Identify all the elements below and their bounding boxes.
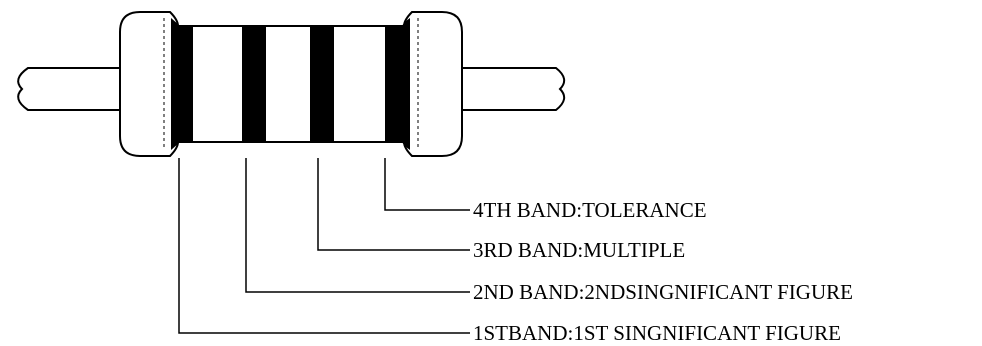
body-right-cap bbox=[403, 11, 463, 157]
band-3 bbox=[310, 26, 334, 142]
leader-band-1 bbox=[178, 158, 470, 334]
leader-lines bbox=[178, 158, 470, 334]
band-1 bbox=[171, 18, 193, 150]
band-4 bbox=[385, 18, 410, 150]
leader-band-4 bbox=[384, 158, 470, 211]
left-lead bbox=[17, 67, 121, 111]
label-band-4: 4TH BAND:TOLERANCE bbox=[473, 198, 707, 222]
leader-band-2 bbox=[245, 158, 470, 293]
right-lead bbox=[461, 67, 566, 111]
leader-band-3 bbox=[317, 158, 470, 251]
color-bands bbox=[171, 18, 410, 150]
band-2 bbox=[242, 26, 266, 142]
label-band-1: 1STBAND:1ST SINGNIFICANT FIGURE bbox=[473, 321, 841, 345]
body-left-cap bbox=[119, 11, 179, 157]
label-band-2: 2ND BAND:2NDSINGNIFICANT FIGURE bbox=[473, 280, 853, 304]
label-band-3: 3RD BAND:MULTIPLE bbox=[473, 238, 685, 262]
